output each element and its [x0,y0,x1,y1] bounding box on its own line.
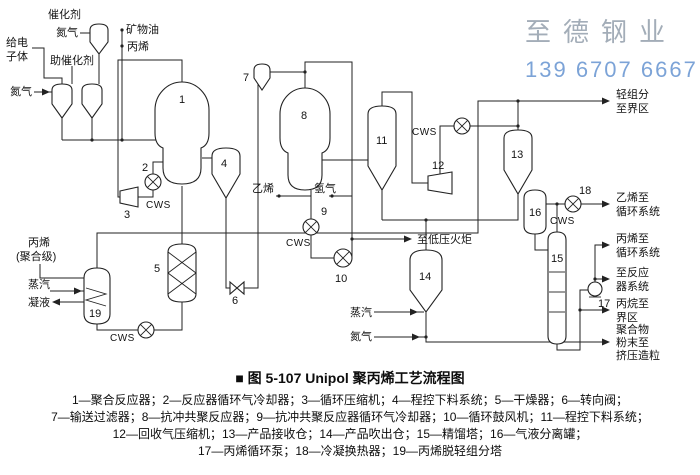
process-flow-diagram: 催化剂 氮气 矿物油 丙烯 给电 子体 助催化剂 氮气 CWS 乙烯 氢气 CW… [6,7,660,362]
equipment-number-11: 11 [376,135,387,147]
equipment-number-9: 9 [321,206,327,218]
label-propane-2: 界区 [616,311,638,324]
product-blow-tank-14 [409,249,443,313]
label-electron-donor-2: 子体 [6,49,28,63]
reactor-8-impact-copolymer [279,87,331,191]
equipment-number-3: 3 [124,209,130,221]
label-polymer-3: 挤压造粒 [616,348,660,362]
feeder-hopper-a [51,83,73,119]
legend-line-2: 7—输送过滤器；8—抗冲共聚反应器；9—抗冲共聚反应器循环气冷却器；10—循环鼓… [51,410,649,424]
label-condensate: 凝液 [28,295,50,309]
feed-cooler [137,321,155,339]
label-polymer-1: 聚合物 [616,322,649,336]
label-propylene-recycle-2: 循环系统 [616,246,660,259]
label-propylene-feed-1: 丙烯 [28,236,50,249]
recovery-compressor-12 [427,171,453,195]
label-light-ends-2: 至界区 [616,102,649,115]
equipment-number-19: 19 [89,308,101,320]
equipment-number-18: 18 [579,185,591,197]
junction-dots [90,28,597,339]
label-cws-3: CWS [110,333,135,344]
pipe-network [32,30,603,351]
label-cws-1: CWS [146,200,171,211]
label-steam-bottom: 蒸汽 [350,305,372,319]
label-to-reactor-2: 器系统 [616,280,649,293]
dryer-5 [167,243,197,303]
stream-labels: 催化剂 氮气 矿物油 丙烯 给电 子体 助催化剂 氮气 CWS 乙烯 氢气 CW… [6,7,660,362]
equipment-number-14: 14 [419,271,431,283]
label-to-reactor-1: 至反应 [616,265,649,279]
label-ethylene-recycle-2: 循环系统 [616,205,660,218]
label-flare: 至低压火炬 [417,233,472,246]
equipment-number-7: 7 [243,72,249,84]
label-cws-4: CWS [412,127,437,138]
equipment-number-5: 5 [154,263,160,275]
label-nitrogen-top: 氮气 [56,25,78,39]
discharge-vessel-4 [211,147,241,200]
label-propylene-recycle-1: 丙烯至 [616,232,649,245]
discharge-vessel-11 [367,105,397,192]
equipment-number-6: 6 [232,295,238,307]
label-cws-5: CWS [550,216,575,227]
recovery-gas-cooler [453,117,471,135]
propylene-pump-17 [587,281,603,298]
label-light-ends-1: 轻组分 [616,87,649,101]
cycle-blower-10 [333,248,353,268]
label-mineral-oil: 矿物油 [126,22,159,36]
legend-line-3: 12—回收气压缩机；13—产品接收仓；14—产品吹出仓；15—精馏塔；16—气液… [112,427,588,441]
equipment [51,23,603,345]
label-propylene-feed-2: (聚合级) [16,249,56,263]
reactor-1-polymerization [154,81,210,185]
label-hydrogen: 氢气 [314,181,336,195]
flow-arrows [42,88,610,346]
figure-caption: ■ 图 5-107 Unipol 聚丙烯工艺流程图 1—聚合反应器；2—反应器循… [0,368,700,460]
equipment-numbers: 1 2 3 4 5 6 7 8 9 10 11 12 13 14 15 16 1… [89,72,610,320]
label-catalyst: 催化剂 [48,7,81,21]
equipment-number-12: 12 [432,160,444,172]
cycle-gas-cooler-2 [144,173,162,191]
distillation-column-15 [547,231,567,345]
label-propylene-top: 丙烯 [127,40,149,53]
delighting-column-19 [83,267,111,325]
label-steam-left: 蒸汽 [28,277,50,291]
gas-liquid-separator-16 [523,189,547,235]
feeder-hopper-b [81,83,103,119]
equipment-number-15: 15 [551,253,563,265]
transfer-filter-7 [253,63,271,91]
catalyst-hopper [89,23,109,55]
equipment-number-10: 10 [335,273,347,285]
cycle-gas-cooler-9 [302,218,320,236]
condenser-18 [564,195,582,213]
equipment-number-1: 1 [179,94,185,106]
legend-line-4: 17—丙烯循环泵；18—冷凝换热器；19—丙烯脱轻组分塔 [197,444,503,458]
cycle-compressor-3 [119,186,139,208]
figure-title: ■ 图 5-107 Unipol 聚丙烯工艺流程图 [235,370,465,386]
diverter-valve-6 [229,280,245,296]
equipment-number-17: 17 [598,298,610,310]
label-ethylene-recycle-1: 乙烯至 [616,191,649,204]
label-ethylene: 乙烯 [252,182,274,195]
equipment-number-8: 8 [301,110,307,122]
label-nitrogen-bottom: 氮气 [350,329,372,343]
label-electron-donor-1: 给电 [6,36,28,49]
label-cocatalyst: 助催化剂 [50,53,94,67]
equipment-number-16: 16 [529,207,541,219]
label-propane-1: 丙烷至 [616,296,649,310]
legend-line-1: 1—聚合反应器；2—反应器循环气冷却器；3—循环压缩机；4—程控下料系统；5—干… [71,393,629,407]
label-polymer-2: 粉末至 [616,335,649,349]
equipment-number-4: 4 [221,158,227,170]
equipment-number-13: 13 [511,149,523,161]
equipment-number-2: 2 [142,162,148,174]
label-cws-2: CWS [286,238,311,249]
product-receiver-13 [503,129,533,196]
label-nitrogen-left: 氮气 [10,84,32,98]
